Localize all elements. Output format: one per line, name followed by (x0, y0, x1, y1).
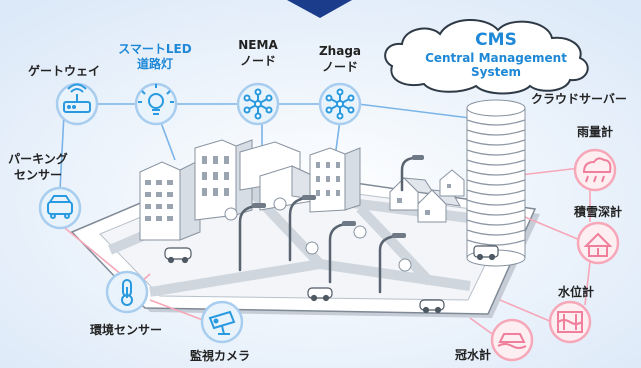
trees (224, 197, 412, 272)
cars (164, 245, 499, 314)
cms-subtitle-line1: Central Management (425, 51, 567, 65)
water-level-icon (557, 311, 583, 333)
street-light-heads (252, 155, 424, 238)
rain-gauge-icon (582, 157, 612, 183)
camera-icon (208, 310, 236, 335)
snow-gauge-icon (583, 232, 613, 257)
houses (389, 169, 465, 223)
flood-gauge-label: 冠水計 (454, 348, 491, 362)
nema-label-line1: NEMA (238, 38, 278, 52)
thermometer-icon (121, 279, 133, 306)
smart-led-label-line2: 道路灯 (136, 57, 173, 71)
cms-cloud (384, 18, 589, 95)
nema-label-line2: ノード (239, 54, 276, 68)
camera-label: 監視カメラ (189, 349, 250, 363)
parking-label-line1: パーキング (8, 152, 68, 166)
header-marker (287, 0, 352, 18)
snow-gauge-label: 積雪深計 (573, 205, 622, 219)
parking-sensor-icon (47, 195, 73, 219)
water-level-label: 水位計 (557, 285, 594, 299)
smart-led-label-line1: スマートLED (118, 42, 192, 56)
cloud-server-tower (466, 99, 526, 267)
rain-gauge-label: 雨量計 (576, 125, 613, 139)
nema-node-icon (243, 88, 273, 120)
office-buildings (139, 139, 319, 241)
cms-title: CMS (475, 30, 517, 50)
zhaga-label-line1: Zhaga (318, 44, 362, 58)
mid-buildings (309, 147, 361, 213)
gateway-label: ゲートウェイ (27, 64, 100, 78)
parking-label-line2: センサー (13, 168, 62, 182)
env-sensor-label: 環境センサー (89, 323, 162, 337)
zhaga-label-line2: ノード (321, 60, 358, 74)
bulb-icon (138, 84, 174, 115)
flood-gauge-icon (497, 333, 527, 349)
zhaga-node-icon (325, 88, 355, 120)
cms-subtitle-line2: System (471, 65, 521, 79)
gateway-icon (63, 83, 91, 113)
cloud-server-label: クラウドサーバー (531, 92, 627, 106)
